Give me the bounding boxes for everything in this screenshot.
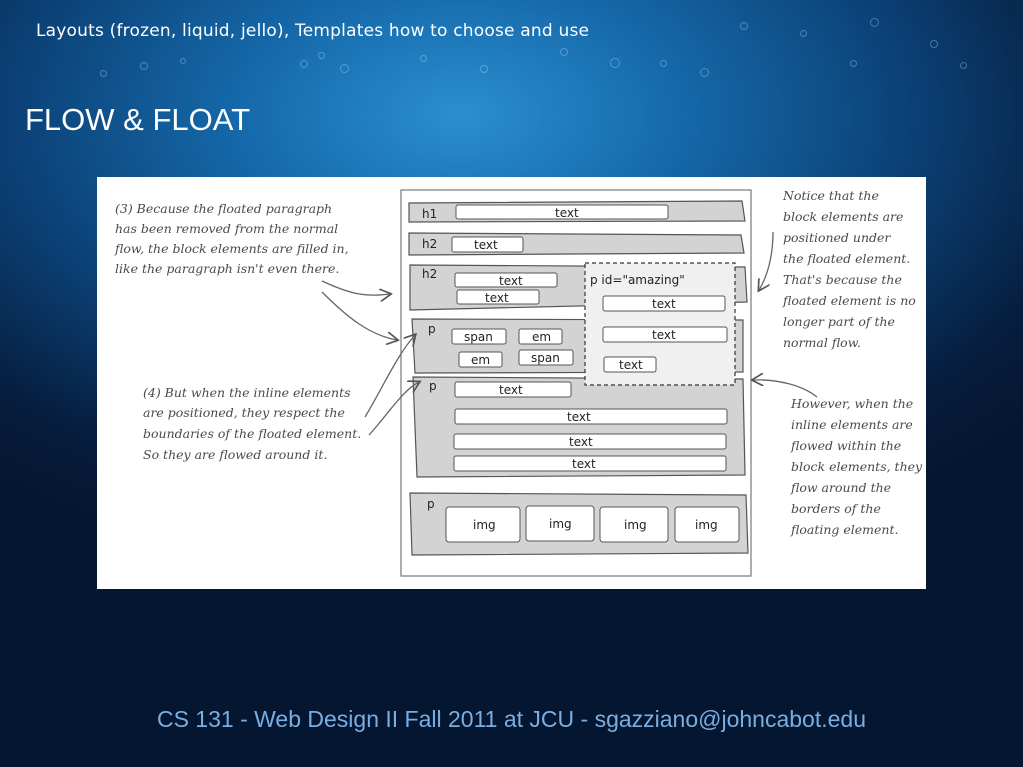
h1-label: h1 <box>422 207 437 221</box>
h2-label-1: h2 <box>422 237 437 251</box>
note-right-top-line-7: longer part of the <box>783 314 895 329</box>
note-right-top-line-3: positioned under <box>783 230 891 245</box>
note-right-bottom: However, when the inline elements are fl… <box>790 396 926 537</box>
note-left-bottom-line-1: (4) But when the inline elements <box>143 385 351 400</box>
img-text-4: img <box>695 518 718 532</box>
note-right-top-line-1: Notice that the <box>782 188 879 203</box>
span-text-1: span <box>464 330 493 344</box>
note-left-top-line-4: like the paragraph isn't even there. <box>115 261 339 276</box>
float-text-box-3 <box>603 356 657 373</box>
p2-text-3: text <box>569 435 593 449</box>
p2-text-box-2 <box>454 408 728 425</box>
diagram-canvas: h1 text h2 text h2 text text p span em e… <box>114 188 926 577</box>
p-label-1: p <box>428 322 436 336</box>
note-right-top-line-5: That's because the <box>783 272 902 287</box>
img-box-2 <box>525 505 595 542</box>
note-right-bottom-line-4: block elements, they <box>791 459 923 474</box>
p-label-3: p <box>427 497 435 511</box>
note-left-top-line-2: has been removed from the normal <box>115 221 338 236</box>
note-left-bottom: (4) But when the inline elements are pos… <box>143 385 365 462</box>
h1-text-box <box>455 204 669 220</box>
arrow-left-top-1 <box>321 280 390 295</box>
img-box-1 <box>445 506 521 543</box>
arrow-left-bottom-2 <box>368 382 419 436</box>
note-left-bottom-line-2: are positioned, they respect the <box>143 405 345 420</box>
span-box-1 <box>451 328 507 345</box>
p2-text-4: text <box>572 457 596 471</box>
note-right-bottom-line-3: flowed within the <box>790 438 901 453</box>
presentation-header: Layouts (frozen, liquid, jello), Templat… <box>36 21 590 41</box>
span-text-2: span <box>531 351 560 365</box>
note-right-bottom-line-5: flow around the <box>790 480 891 495</box>
p2-text-1: text <box>499 383 523 397</box>
arrow-left-bottom-1 <box>364 335 415 418</box>
flow-float-diagram: h1 text h2 text h2 text text p span em e… <box>97 177 926 589</box>
img-text-1: img <box>473 518 496 532</box>
span-box-2 <box>518 349 574 366</box>
p2-text-box-3 <box>453 433 727 450</box>
em-box-2 <box>458 351 503 368</box>
h2-label-2: h2 <box>422 267 437 281</box>
note-right-top-line-2: block elements are <box>783 209 903 224</box>
note-right-bottom-line-2: inline elements are <box>791 417 913 432</box>
img-text-2: img <box>549 517 572 531</box>
arrow-right-bottom <box>753 380 818 398</box>
img-box-3 <box>599 506 669 543</box>
bubble-decoration <box>0 0 1023 90</box>
p-label-2: p <box>429 379 437 393</box>
h1-text: text <box>555 206 579 220</box>
float-text-3: text <box>619 358 643 372</box>
float-text-box-1 <box>602 295 726 312</box>
arrow-right-top <box>759 231 774 290</box>
slide-title: FLOW & FLOAT <box>25 102 251 137</box>
note-right-bottom-line-7: floating element. <box>790 522 898 537</box>
em-box-1 <box>518 328 563 345</box>
slide-footer: CS 131 - Web Design II Fall 2011 at JCU … <box>156 706 867 732</box>
note-left-top-line-1: (3) Because the floated paragraph <box>115 201 332 216</box>
h2-text-box-1 <box>451 236 524 253</box>
img-text-3: img <box>624 518 647 532</box>
note-right-top: Notice that the block elements are posit… <box>782 188 920 350</box>
floated-paragraph-label: p id="amazing" <box>590 273 685 287</box>
h2-text-1: text <box>474 238 498 252</box>
img-box-4 <box>674 506 740 543</box>
p2-text-2: text <box>567 410 591 424</box>
arrow-left-top-2 <box>321 291 397 340</box>
note-right-top-line-6: floated element is no <box>782 293 916 308</box>
note-left-top-line-3: flow, the block elements are filled in, <box>114 241 349 256</box>
note-right-bottom-line-6: borders of the <box>791 501 881 516</box>
float-text-2: text <box>652 328 676 342</box>
note-left-bottom-line-4: So they are flowed around it. <box>143 447 327 462</box>
h2-text-box-3 <box>456 289 540 305</box>
note-right-top-line-8: normal flow. <box>783 335 861 350</box>
note-right-bottom-line-1: However, when the <box>790 396 913 411</box>
p2-text-box-4 <box>453 455 727 472</box>
h2-text-2: text <box>499 274 523 288</box>
em-text-2: em <box>471 353 490 367</box>
note-right-top-line-4: the floated element. <box>783 251 910 266</box>
float-text-1: text <box>652 297 676 311</box>
h2-text-3: text <box>485 291 509 305</box>
note-left-bottom-line-3: boundaries of the floated element. <box>143 426 361 441</box>
note-left-top: (3) Because the floated paragraph has be… <box>114 201 353 276</box>
h2-text-box-2 <box>454 272 558 288</box>
float-text-box-2 <box>602 326 728 343</box>
p2-text-box-1 <box>454 381 572 398</box>
em-text-1: em <box>532 330 551 344</box>
